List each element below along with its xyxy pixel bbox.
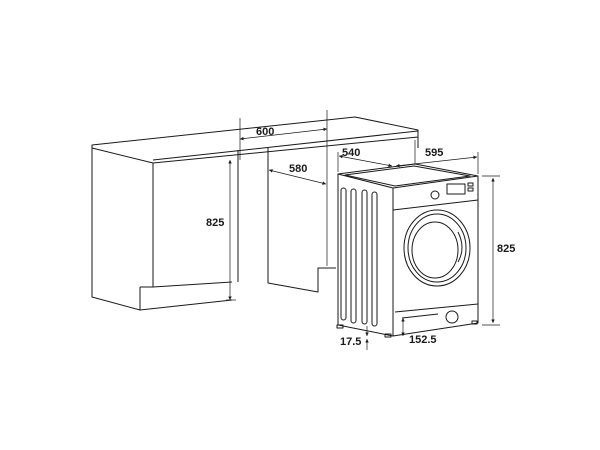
- machine-height-label: 825: [497, 243, 515, 255]
- side-ribs: [340, 187, 378, 327]
- display-panel: [446, 183, 466, 195]
- cabinet-height-label: 825: [206, 217, 224, 229]
- machine-width-label: 595: [425, 147, 443, 159]
- program-knob-icon: [430, 190, 440, 200]
- cabinet-dimensions: [226, 110, 328, 301]
- cabinet-depth-label: 580: [289, 163, 307, 175]
- plinth-recess-label: 152.5: [409, 334, 437, 346]
- machine-dimensions: [337, 140, 500, 350]
- washing-machine: [336, 163, 479, 338]
- kitchen-cabinet: [91, 116, 419, 311]
- foot-height-label: 17.5: [340, 336, 361, 348]
- cabinet-width-label: 600: [256, 126, 274, 138]
- machine-depth-label: 540: [342, 147, 360, 159]
- filter-cap-icon: [445, 310, 459, 324]
